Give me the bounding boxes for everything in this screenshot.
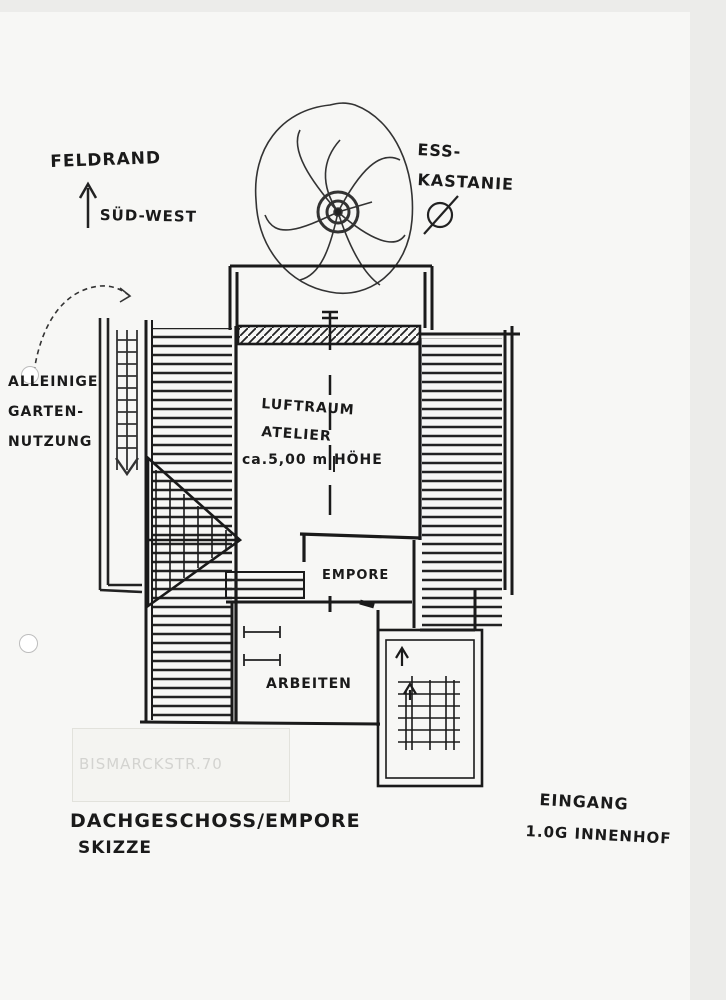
garden-strip [98,318,143,594]
empore-walls [226,540,416,628]
orientation-arrow-icon [78,181,98,228]
luftraum-label-line3: ca.5,00 m HÖHE [242,452,383,468]
roof-slope-left [152,328,232,718]
arbeiten-label: ARBEITEN [266,676,352,692]
staircase-triangle [146,455,243,609]
binder-hole-top [21,366,39,384]
title-line1: DACHGESCHOSS/EMPORE [70,810,361,832]
desk-symbol [243,626,281,666]
chestnut-tree-symbol [254,102,414,295]
tree-label-line1: ESS- [417,140,462,162]
entrance-stair [376,628,484,788]
garden-arrow-icon [33,285,132,373]
upper-wall [228,264,434,330]
empore-label: EMPORE [322,568,390,583]
roof-slope-right [422,338,502,630]
paper-top-edge [0,0,726,12]
diameter-symbol [423,195,459,235]
outer-wall-right [420,326,520,632]
title-line2: SKIZZE [78,838,153,858]
garden-label-line3: NUTZUNG [8,434,93,450]
garden-label-line1: ALLEINIGE [8,374,99,390]
orientation-top-label: FELDRAND [50,148,162,172]
stair-landing [225,571,305,599]
garden-stair [115,330,139,477]
axis-line [322,310,338,515]
binder-hole-bottom [19,634,38,653]
paper-edge [690,0,726,1000]
tape-note: BISMARCKSTR.70 [72,728,290,802]
orientation-bottom-label: SÜD-WEST [99,206,198,226]
tape-note-text: BISMARCKSTR.70 [79,755,223,773]
atelier-walls [234,326,422,722]
garden-label-line2: GARTEN- [8,404,85,420]
